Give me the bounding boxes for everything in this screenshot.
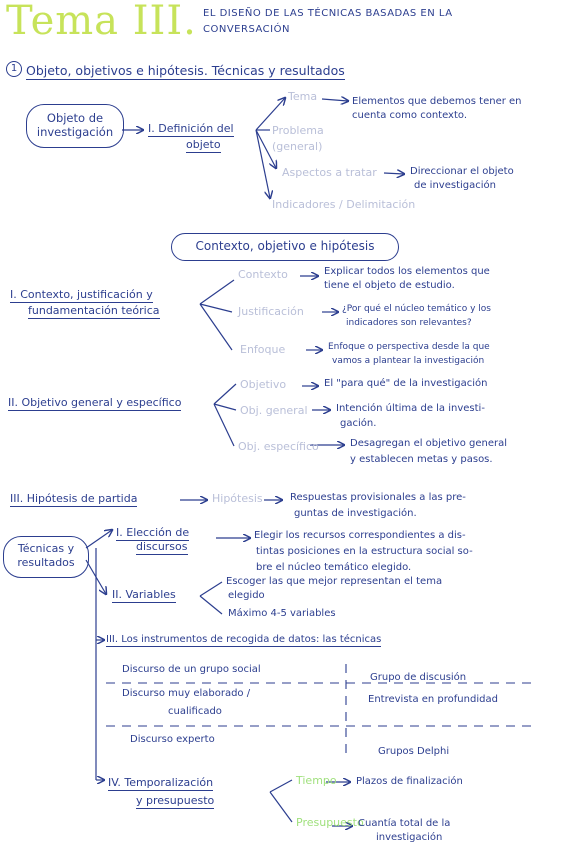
desc-contexto-1: Explicar todos los elementos que	[324, 266, 490, 277]
step-definicion: I. Definición del	[148, 122, 234, 137]
step-contexto-1: I. Contexto, justificación y	[10, 288, 153, 303]
desc-variables-2: elegido	[228, 590, 265, 601]
label-indicadores: Indicadores / Delimitación	[272, 198, 416, 211]
desc-obj-general-2: gación.	[340, 418, 377, 429]
desc-tema-2: cuenta como contexto.	[352, 110, 468, 121]
label-tema: Tema	[288, 90, 318, 103]
cloud-objeto-line-1: Objeto de	[46, 111, 104, 125]
step-contexto-2: fundamentación teórica	[28, 304, 160, 319]
arrow-definicion-branch-4	[255, 129, 270, 198]
cloud-tecnicas: Técnicas y resultados	[3, 536, 89, 578]
desc-enfoque-1: Enfoque o perspectiva desde la que	[328, 342, 490, 352]
arrow-tecnicas-2	[85, 559, 106, 594]
arrow-definicion-branch-1	[255, 98, 285, 131]
desc-enfoque-2: vamos a plantear la investigación	[332, 356, 485, 366]
arrow-aspectos-desc	[383, 173, 404, 174]
desc-eleccion-1: Elegir los recursos correspondientes a d…	[254, 530, 466, 541]
step-definicion-2: objeto	[186, 138, 221, 153]
desc-presupuesto-2: investigación	[376, 832, 443, 843]
desc-obj-especifico-1: Desagregan el objetivo general	[350, 438, 508, 449]
label-tiempo: Tiempo	[296, 774, 337, 787]
cloud-objeto-line-2: investigación	[36, 125, 114, 139]
section-heading: Objeto, objetivos e hipótesis. Técnicas …	[26, 63, 345, 80]
table-right-1: Grupo de discusión	[370, 672, 467, 683]
desc-hipotesis-1: Respuestas provisionales a las pre-	[290, 492, 466, 503]
step-instrumentos: III. Los instrumentos de recogida de dat…	[106, 634, 382, 647]
desc-contexto-2: tiene el objeto de estudio.	[324, 280, 455, 291]
desc-variables-1: Escoger las que mejor representan el tem…	[226, 576, 443, 587]
page-subtitle-2: CONVERSACIÓN	[203, 24, 290, 35]
desc-justificacion-2: indicadores son relevantes?	[346, 318, 472, 328]
label-enfoque: Enfoque	[240, 343, 286, 356]
step-eleccion-1: I. Elección de	[116, 526, 190, 541]
cloud-tecnicas-line-1: Técnicas y	[17, 542, 75, 555]
step-variables: II. Variables	[112, 588, 176, 603]
table-left-2b: cualificado	[168, 706, 222, 717]
desc-objetivo: El "para qué" de la investigación	[324, 378, 488, 389]
label-problema-general: (general)	[272, 140, 323, 153]
desc-aspectos-2: de investigación	[414, 180, 496, 191]
arrow-objetivo-branches	[213, 383, 237, 447]
desc-variables-3: Máximo 4-5 variables	[228, 608, 336, 619]
desc-eleccion-3: bre el núcleo temático elegido.	[256, 562, 412, 573]
page-subtitle: EL DISEÑO DE LAS TÉCNICAS BASADAS EN LA	[203, 8, 453, 19]
step-hipotesis: III. Hipótesis de partida	[10, 492, 138, 507]
arrow-contexto-branches	[199, 279, 235, 351]
arrow-tema-desc	[321, 99, 348, 101]
label-contexto: Contexto	[238, 268, 288, 281]
step-objetivo: II. Objetivo general y específico	[8, 396, 182, 411]
cloud-tecnicas-line-2: resultados	[17, 556, 75, 569]
label-obj-general: Obj. general	[240, 404, 308, 417]
desc-obj-general-1: Intención última de la investi-	[336, 403, 485, 414]
label-aspectos: Aspectos a tratar	[282, 166, 377, 179]
arrow-tecnicas-1	[85, 530, 112, 549]
table-left-3: Discurso experto	[130, 734, 215, 745]
desc-aspectos-1: Direccionar el objeto	[410, 166, 514, 177]
desc-tiempo: Plazos de finalización	[356, 776, 463, 787]
step-eleccion-2: discursos	[136, 540, 188, 555]
cloud-contexto: Contexto, objetivo e hipótesis	[171, 233, 399, 261]
label-objetivo: Objetivo	[240, 378, 287, 391]
label-obj-especifico: Obj. específico	[238, 440, 319, 453]
cloud-objeto: Objeto de investigación	[26, 104, 124, 148]
desc-justificacion-1: ¿Por qué el núcleo temático y los	[342, 304, 492, 314]
label-presupuesto: Presupuesto	[296, 816, 364, 829]
desc-hipotesis-2: guntas de investigación.	[294, 508, 417, 519]
step-temporalizacion-2: y presupuesto	[136, 794, 215, 809]
table-left-1: Discurso de un grupo social	[122, 664, 261, 675]
desc-obj-especifico-2: y establecen metas y pasos.	[350, 454, 493, 465]
table-left-2: Discurso muy elaborado /	[122, 688, 251, 699]
arrow-variables-split	[199, 581, 223, 615]
label-problema: Problema	[272, 124, 324, 137]
desc-tema-1: Elementos que debemos tener en	[352, 96, 522, 107]
step-temporalizacion-1: IV. Temporalización	[108, 776, 214, 791]
section-number-badge: 1	[6, 61, 22, 77]
desc-presupuesto-1: Cuantía total de la	[358, 818, 451, 829]
arrow-definicion-branch-3	[255, 129, 276, 168]
label-justificacion: Justificación	[238, 305, 304, 318]
desc-eleccion-2: tintas posiciones en la estructura socia…	[256, 546, 473, 557]
table-right-2: Entrevista en profundidad	[368, 694, 498, 705]
table-right-3: Grupos Delphi	[378, 746, 450, 757]
arrow-temporal-split	[269, 779, 293, 823]
label-hipotesis: Hipótesis	[212, 492, 263, 505]
page-title: Tema III.	[6, 0, 197, 44]
